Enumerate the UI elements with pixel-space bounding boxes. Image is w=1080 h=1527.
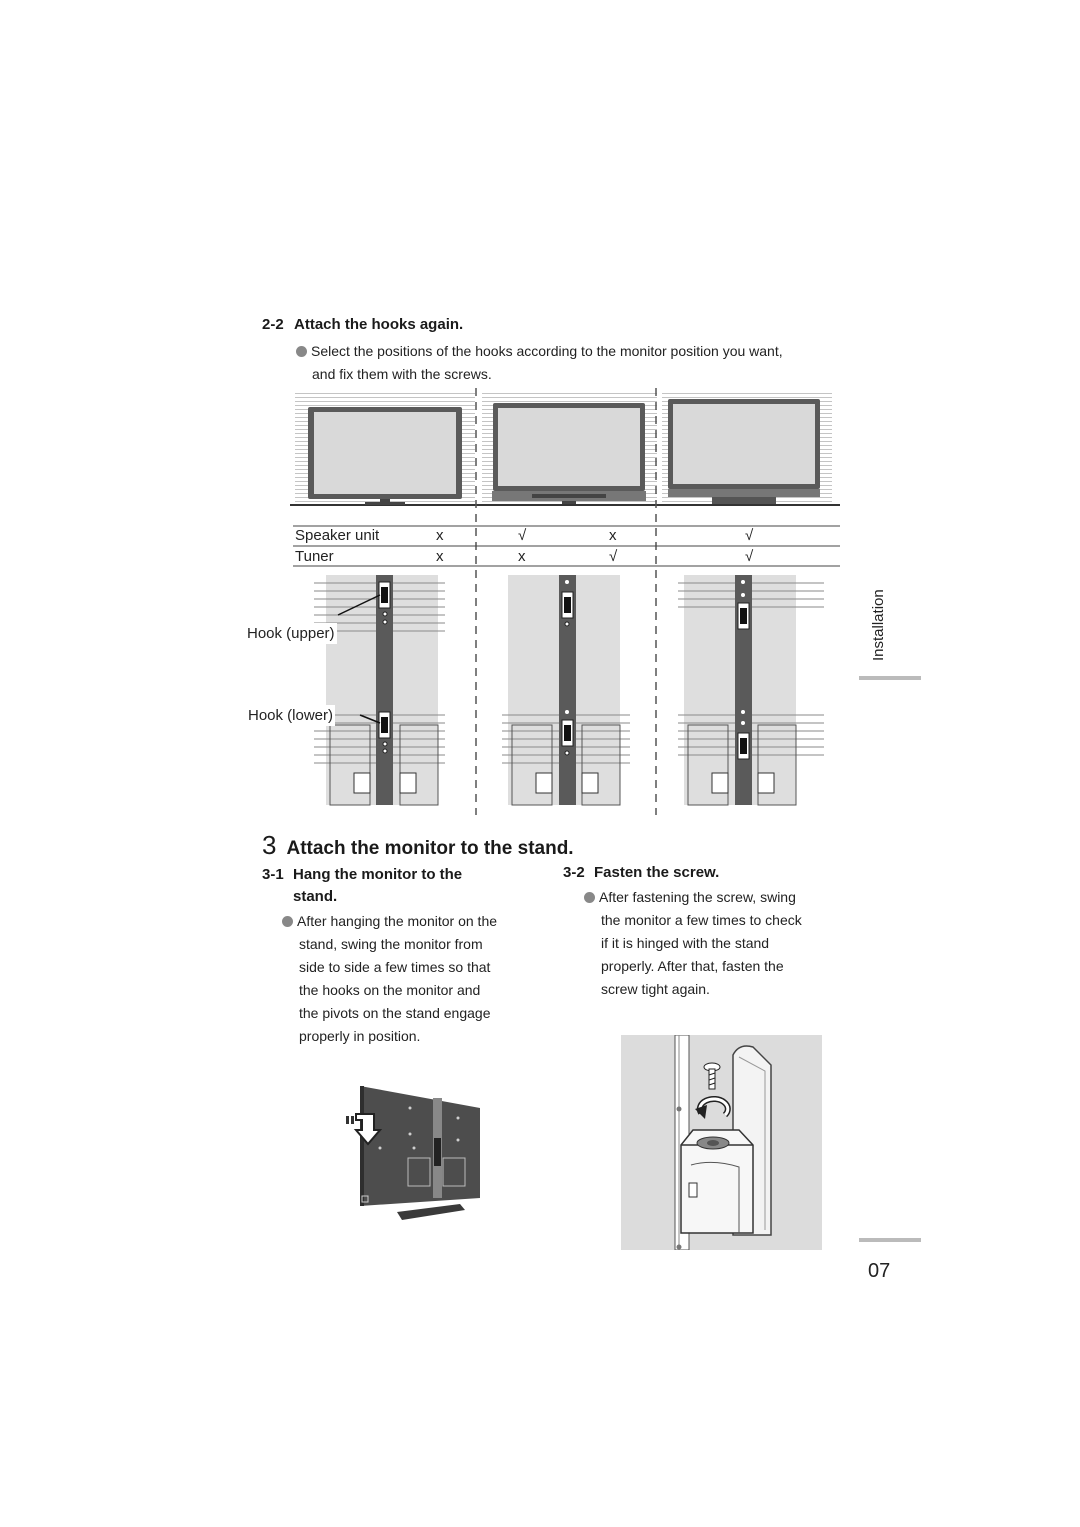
mark-tuner-2: x — [518, 548, 526, 565]
bullet-dot-icon — [584, 892, 595, 903]
section-number: 3 — [262, 830, 277, 860]
side-tab-divider — [859, 676, 921, 680]
section-title-continued: stand. — [293, 888, 338, 905]
hook-panel-2 — [502, 575, 630, 806]
bullet-dot-icon — [296, 346, 307, 357]
bullet-text: screw tight again. — [601, 981, 710, 997]
row-label-tuner: Tuner — [295, 548, 334, 565]
section-2-2-bullet: Select the positions of the hooks accord… — [296, 340, 844, 386]
monitor-on-stand-illustration — [346, 1086, 480, 1220]
rotate-arrow-icon — [695, 1095, 731, 1119]
section-title: Hang the monitor to the — [293, 866, 463, 883]
mark-tuner-4: √ — [745, 548, 754, 565]
mark-speaker-2: √ — [518, 527, 527, 544]
mark-speaker-3: x — [609, 527, 617, 544]
section-title: Attach the monitor to the stand. — [286, 838, 574, 859]
bullet-text: After fastening the screw, swing — [599, 889, 796, 905]
section-3-1-heading: 3-1 Hang the monitor to the stand. — [262, 864, 462, 908]
bullet-text: properly. After that, fasten the — [601, 958, 784, 974]
bullet-text: After hanging the monitor on the — [297, 913, 498, 929]
mark-speaker-4: √ — [745, 527, 754, 544]
section-3-heading: 3 Attach the monitor to the stand. — [262, 830, 574, 861]
hook-lower-label: Hook (lower) — [246, 705, 336, 726]
bullet-text: Select the positions of the hooks accord… — [311, 343, 783, 359]
bullet-dot-icon — [282, 916, 293, 927]
section-3-2-heading: 3-2 Fasten the screw. — [563, 864, 719, 881]
mark-speaker-1: x — [436, 527, 444, 544]
bullet-text: the monitor a few times to check — [601, 912, 802, 928]
bullet-text-continued: and fix them with the screws. — [312, 366, 492, 382]
tv-2-icon — [492, 403, 646, 504]
section-3-2-bullet: After fastening the screw, swing the mon… — [584, 886, 834, 1001]
bullet-text: properly in position. — [299, 1028, 421, 1044]
row-label-speaker-unit: Speaker unit — [295, 527, 380, 544]
hook-panel-1 — [314, 575, 445, 806]
bullet-text: the hooks on the monitor and — [299, 982, 481, 998]
section-title: Fasten the screw. — [594, 864, 720, 881]
tv-3-icon — [668, 399, 820, 504]
bullet-text: stand, swing the monitor from — [299, 936, 483, 952]
bullet-text: side to side a few times so that — [299, 959, 491, 975]
section-title: Attach the hooks again. — [294, 316, 464, 333]
section-3-1-bullet: After hanging the monitor on the stand, … — [282, 910, 542, 1048]
mark-tuner-3: √ — [609, 548, 618, 565]
side-tab-installation: Installation — [866, 575, 896, 665]
section-2-2-heading: 2-2 Attach the hooks again. — [262, 316, 463, 333]
down-arrow-icon — [346, 1113, 383, 1146]
hook-panel-3 — [678, 575, 824, 806]
mark-tuner-1: x — [436, 548, 444, 565]
screw-fastening-illustration — [621, 1035, 822, 1250]
section-number: 3-1 — [262, 866, 284, 883]
section-number: 3-2 — [563, 864, 585, 881]
hook-upper-label: Hook (upper) — [245, 623, 337, 644]
bullet-text: if it is hinged with the stand — [601, 935, 770, 951]
hook-position-diagram — [290, 388, 840, 815]
page-number: 07 — [868, 1260, 891, 1282]
bullet-text: the pivots on the stand engage — [299, 1005, 491, 1021]
tv-1-icon — [308, 407, 462, 505]
section-number: 2-2 — [262, 316, 284, 333]
screw-icon — [703, 1062, 721, 1090]
side-tab-label: Installation — [870, 589, 887, 661]
page-footer-divider — [859, 1238, 921, 1242]
